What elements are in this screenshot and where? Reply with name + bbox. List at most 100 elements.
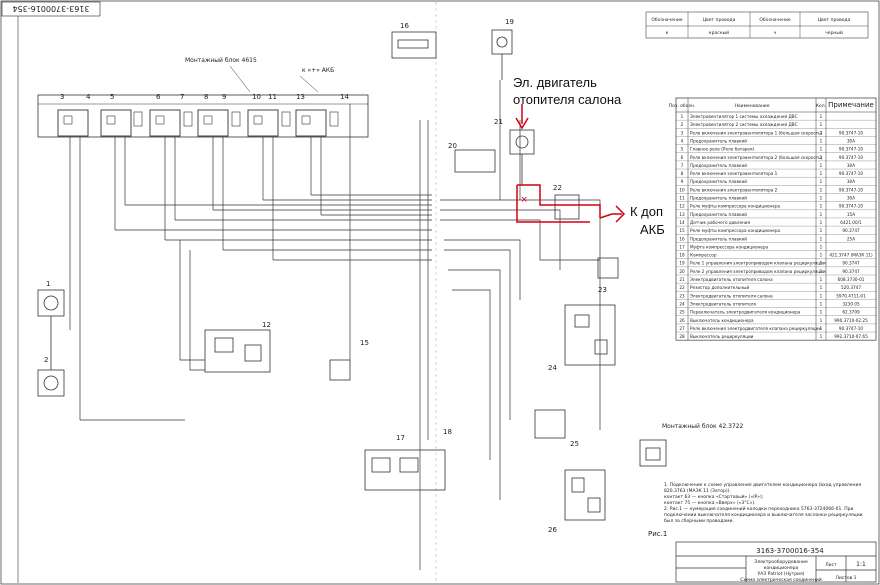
spec-cell-20-3: 608.3730-01	[838, 277, 865, 282]
spec-cell-13-0: 14	[679, 220, 685, 225]
title-doc-code: 3163-3700016-354	[756, 547, 824, 555]
top-row-numbers: 3 4 5 6 7 8 9 10 11 13 14	[60, 93, 349, 101]
spec-cell-9-3: 90.3747-10	[839, 187, 863, 192]
component-22	[554, 194, 580, 220]
component-24	[564, 304, 616, 366]
spec-cell-7-1: Реле включения электровентилятора 1	[690, 171, 778, 176]
spec-cell-19-3: 90.3747	[842, 269, 860, 274]
spec-cell-27-3: 992.3710-07.65	[834, 334, 868, 339]
spec-cell-12-0: 13	[679, 212, 685, 217]
spec-cell-10-3: 30А	[847, 196, 855, 201]
component-14-label: 14	[340, 93, 349, 101]
spec-header-1: Наименование	[735, 103, 770, 109]
component-13-label: 13	[296, 93, 305, 101]
spec-cell-5-3: 90.3747-10	[839, 155, 863, 160]
spec-cell-24-0: 25	[679, 310, 685, 315]
spec-cell-1-0: 2	[681, 122, 684, 127]
component-7-label: 7	[180, 93, 184, 101]
spec-cell-21-1: Резистор дополнительный	[690, 285, 749, 290]
spec-cell-6-2: 1	[820, 163, 823, 168]
motor-21	[509, 129, 535, 185]
spec-cell-24-1: Переключатель электродвигателя кондицион…	[690, 310, 801, 315]
spec-cell-25-3: 990.3710-02.25	[834, 318, 868, 323]
spec-cell-5-0: 6	[681, 155, 684, 160]
bottom-connector	[639, 439, 667, 467]
spec-cell-12-3: 15А	[847, 212, 855, 217]
spec-cell-2-0: 3	[681, 130, 684, 135]
spec-cell-11-1: Реле муфты компрессора кондиционера	[690, 204, 780, 209]
component-20-label: 20	[448, 142, 457, 150]
spec-cell-21-2: 1	[820, 285, 823, 290]
component-3-label: 3	[60, 93, 64, 101]
component-10-label: 10	[252, 93, 261, 101]
component-4-label: 4	[86, 93, 91, 101]
spec-cell-19-0: 20	[679, 269, 685, 274]
spec-cell-0-2: 1	[820, 114, 823, 119]
spec-cell-22-1: Электродвигатель отопителя салона	[690, 293, 773, 298]
spec-cell-8-0: 9	[681, 179, 684, 184]
spec-cell-17-3: 421.3747 (МАЗК 11)	[829, 253, 873, 258]
spec-cell-11-2: 1	[820, 204, 823, 209]
block-bottom-label: Монтажный блок 42.3722	[662, 423, 744, 430]
component-12-label: 12	[262, 321, 271, 329]
block-top-label: Монтажный блок 4615	[185, 57, 257, 64]
spec-cell-20-1: Электродвигатель отопителя салона	[690, 277, 773, 282]
spec-cell-17-0: 18	[679, 253, 685, 258]
spec-cell-22-3: 5970.4711-01	[836, 293, 866, 298]
component-8-label: 8	[204, 93, 208, 101]
title-sheet: Лист	[825, 562, 837, 568]
spec-cell-13-1: Датчик рабочего давления	[690, 220, 750, 225]
spec-cell-1-2: 1	[820, 122, 823, 127]
spec-cell-14-3: 90.3747	[842, 228, 860, 233]
spec-cell-21-3: 520.3747	[841, 285, 861, 290]
title-sheets: Листов 1	[835, 575, 856, 581]
annotation-motor-line2: отопителя салона	[513, 92, 622, 107]
notes-block: 1. Подключение к схеме управления двигат…	[664, 482, 863, 524]
spec-cell-7-0: 8	[681, 171, 684, 176]
spec-cell-26-2: 1	[820, 326, 823, 331]
spec-cell-14-0: 15	[679, 228, 685, 233]
component-15	[329, 359, 351, 381]
legend-header-0: Обозначение	[651, 17, 682, 23]
spec-cell-14-2: 1	[820, 228, 823, 233]
spec-cell-9-2: 1	[820, 187, 823, 192]
spec-header-0: Поз. обозн.	[669, 103, 695, 109]
title-line-1: Электрооборудование	[754, 559, 808, 565]
spec-cell-26-1: Реле включения электродвигателя клапана …	[690, 326, 821, 331]
component-22-label: 22	[553, 184, 562, 192]
spec-cell-10-2: 1	[820, 196, 823, 201]
relay-block-12	[204, 329, 271, 373]
fan-2	[37, 345, 65, 397]
spec-cell-8-3: 30А	[847, 179, 855, 184]
spec-cell-6-3: 30А	[847, 163, 855, 168]
spec-cell-20-0: 21	[679, 277, 685, 282]
component-1-label: 1	[46, 280, 50, 288]
legend-header-1: Цвет провода	[703, 17, 736, 23]
title-line-4: Схема электрическая соединений	[740, 576, 822, 583]
component-25-label: 25	[570, 440, 579, 448]
spec-cell-15-1: Предохранитель плавкий	[690, 236, 747, 241]
component-19	[491, 29, 513, 80]
legend-header-3: Цвет провода	[818, 17, 851, 23]
component-23	[597, 257, 619, 279]
component-5-label: 5	[110, 93, 114, 101]
note-line-5: 2. Рис.1 — нумерация соединений колодки …	[664, 505, 853, 512]
component-11-label: 11	[268, 93, 277, 101]
spec-cell-3-3: 30А	[847, 138, 855, 143]
spec-cell-9-0: 10	[679, 187, 685, 192]
spec-cell-18-3: 90.3747	[842, 261, 860, 266]
legend-cell-2: ч	[774, 31, 777, 36]
note-line-4: контакт 75 — кнопка «Вверх» («3°С»).	[664, 500, 756, 506]
spec-cell-22-2: 1	[820, 293, 823, 298]
spec-cell-18-2: 1	[820, 261, 823, 266]
component-17-label: 17	[396, 434, 405, 442]
spec-cell-10-0: 11	[679, 196, 685, 201]
component-17-18	[364, 449, 446, 491]
spec-cell-7-3: 90.3747-10	[839, 171, 863, 176]
spec-cell-23-3: 3230.05	[842, 301, 860, 306]
spec-cell-0-0: 1	[681, 114, 684, 119]
component-21-label: 21	[494, 118, 503, 126]
spec-cell-26-3: 90.3747-10	[839, 326, 863, 331]
